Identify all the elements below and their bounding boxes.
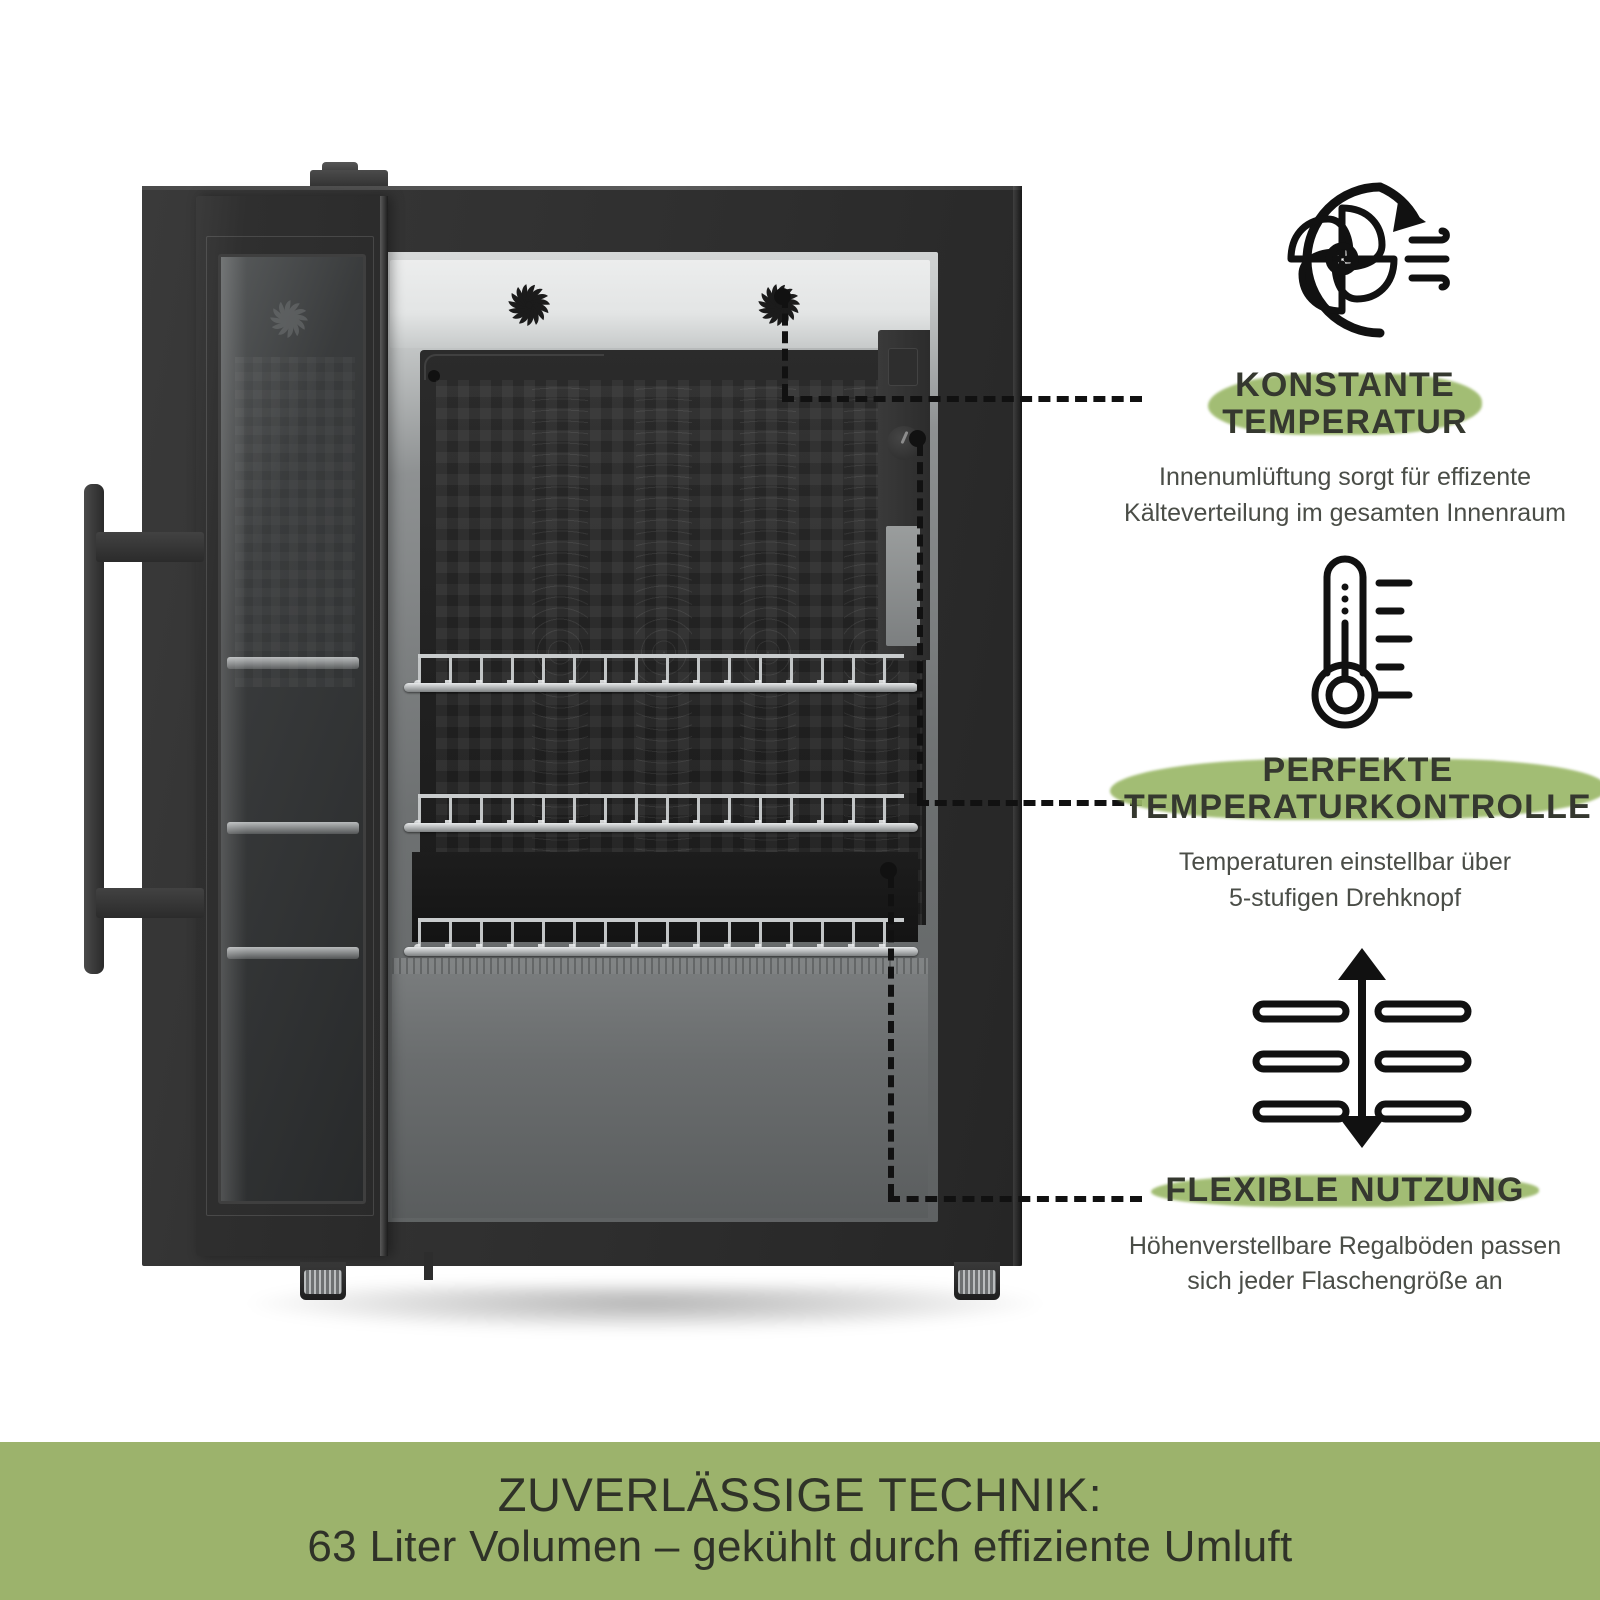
wire-shelf-middle[interactable]: [404, 790, 918, 832]
cabinet-top-edge: [142, 186, 1022, 190]
leveling-foot-right: [954, 1262, 1000, 1300]
adjustable-shelves-icon: [1110, 930, 1580, 1170]
feature-2-description: Temperaturen einstellbar über 5-stufigen…: [1178, 848, 1512, 912]
control-light-strip: [886, 526, 920, 646]
callout-line-3-vertical: [888, 876, 894, 1196]
door-glass-panel: [218, 254, 366, 1204]
callout-line-3-horizontal: [888, 1196, 1142, 1202]
product-shadow: [250, 1285, 1040, 1331]
interior-back-wall: [420, 350, 926, 925]
door-reflection-shelf-1: [227, 657, 359, 669]
bottom-banner: ZUVERLÄSSIGE TECHNIK: 63 Liter Volumen –…: [0, 1442, 1600, 1600]
callout-line-1-horizontal: [782, 396, 1142, 402]
banner-line-1: ZUVERLÄSSIGE TECHNIK:: [497, 1467, 1103, 1521]
wall-vent-lip: [424, 354, 604, 380]
door-reflection-shelf-2: [227, 822, 359, 834]
feature-1-description: Innenumlüftung sorgt für effizente Kälte…: [1124, 463, 1566, 527]
interior-ceiling-panel: [390, 260, 930, 348]
door-edge-strip: [380, 196, 388, 1256]
thermometer-icon: [1110, 545, 1580, 750]
feature-perfekte-temperaturkontrolle: PERFEKTE TEMPERATURKONTROLLE Temperature…: [1110, 545, 1591, 916]
feature-1-title-highlight: KONSTANTE TEMPERATUR: [1208, 365, 1482, 442]
control-display: [888, 348, 918, 386]
door-handle-mount-top: [96, 532, 204, 562]
callout-dot-3: [880, 862, 897, 879]
wire-shelf-top[interactable]: [404, 650, 918, 692]
door-inner-frame: [206, 236, 374, 1216]
leveling-foot-left: [300, 1262, 346, 1300]
door-stop-foot: [424, 1252, 433, 1280]
interior-floor: [392, 958, 928, 1218]
back-wall-strip-1: [532, 380, 588, 925]
wire-shelf-bottom[interactable]: [404, 914, 918, 956]
feature-konstante-temperatur: KONSTANTE TEMPERATUR Innenumlüftung sorg…: [1110, 160, 1580, 531]
glass-door[interactable]: [196, 196, 433, 1280]
callout-dot-2: [909, 430, 926, 447]
fan-circulation-icon: [1110, 160, 1580, 365]
door-handle[interactable]: [84, 484, 104, 974]
fan-grille-right: [748, 274, 810, 336]
product-image: [0, 0, 1100, 1400]
callout-line-1-vertical: [782, 296, 788, 396]
floor-ridges: [392, 958, 928, 974]
interior-sensor: [428, 370, 440, 382]
back-wall-strip-3: [740, 380, 796, 925]
feature-2-title-highlight: PERFEKTE TEMPERATURKONTROLLE: [1110, 750, 1600, 827]
door-glass-highlight: [221, 257, 247, 1201]
callout-line-2-vertical: [917, 444, 923, 800]
feature-3-title: FLEXIBLE NUTZUNG: [1165, 1171, 1525, 1209]
callout-line-2-horizontal: [917, 800, 1142, 806]
banner-line-2: 63 Liter Volumen – gekühlt durch effizie…: [307, 1522, 1293, 1572]
door-reflection-shelf-3: [227, 947, 359, 959]
feature-3-description: Höhenverstellbare Regalböden passen sich…: [1128, 1231, 1562, 1296]
cabinet-right-edge: [1013, 186, 1022, 1266]
fan-grille-left: [498, 274, 560, 336]
feature-2-title: PERFEKTE TEMPERATURKONTROLLE: [1124, 751, 1592, 826]
feature-3-title-highlight: FLEXIBLE NUTZUNG: [1151, 1170, 1538, 1211]
door-handle-mount-bottom: [96, 888, 204, 918]
feature-1-title: KONSTANTE TEMPERATUR: [1222, 366, 1468, 441]
door-reflection-wall: [235, 357, 355, 687]
back-wall-strip-2: [636, 380, 692, 925]
back-wall-texture: [436, 380, 922, 925]
feature-flexible-nutzung: FLEXIBLE NUTZUNG Höhenverstellbare Regal…: [1110, 930, 1580, 1300]
door-reflection-fan-icon: [261, 291, 317, 347]
refrigerator-interior: [382, 252, 938, 1222]
